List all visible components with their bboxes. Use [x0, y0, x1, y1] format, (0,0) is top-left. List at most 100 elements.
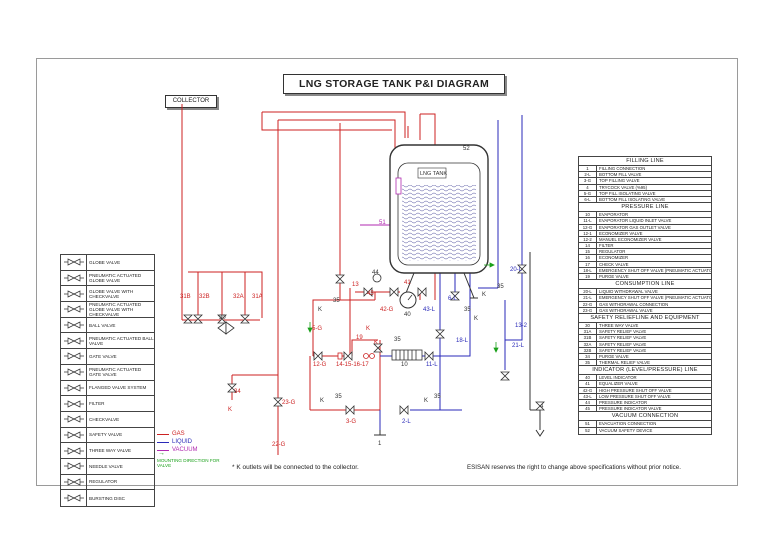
safety-valve-icon	[61, 427, 87, 443]
tag-20l: 20-L	[510, 267, 523, 273]
spec-code: 4	[579, 184, 597, 190]
spec-code: 3-G	[579, 178, 597, 184]
spec-code: 19	[579, 274, 597, 280]
spec-section-title: INDICATOR (LEVEL/PRESSURE) LINE	[579, 366, 711, 376]
globe-check-valve-icon	[61, 286, 87, 302]
spec-desc: EQUALIZER VALVE	[599, 381, 638, 387]
bursting-disc-icon	[61, 490, 87, 506]
tag-13-2: 13-2	[515, 323, 528, 329]
spec-code: 14	[579, 243, 597, 249]
spec-code: 18-L	[579, 267, 597, 273]
spec-code: 32A	[579, 341, 597, 347]
legend-row: GATE VALVE	[61, 349, 154, 365]
tag-14-17: 14-15-16-17	[336, 362, 369, 368]
spec-desc: BOTTOM FILL VALVE	[599, 172, 642, 178]
tag-k4: K	[366, 326, 370, 332]
tag-44: 44	[372, 270, 379, 276]
filling-connection	[374, 430, 386, 436]
tag-32a: 32A	[233, 294, 244, 300]
pneumatic-ball-valve-icon	[61, 333, 87, 349]
spec-desc: REGULATOR	[599, 249, 626, 255]
level-indicator-gauge	[372, 273, 417, 309]
spec-desc: ECONOMIZER	[599, 255, 629, 261]
regulator-icon	[61, 474, 87, 490]
tag-6l: 6-L	[448, 296, 457, 302]
spec-desc: FILLING CONNECTION	[599, 166, 646, 171]
legend-row: GLOBE VALVE	[61, 255, 154, 271]
tag-5g: 5-G	[312, 326, 322, 332]
legend-row: PNEUMATIC ACTUATED GLOBE VALVE	[61, 270, 154, 287]
spec-code: 12-1	[579, 230, 597, 236]
tag-k1: K	[318, 307, 322, 313]
spec-desc: EMERGENCY SHUT OFF VALVE (PNEUMATIC ACTU…	[599, 267, 711, 273]
evaporator	[391, 349, 423, 361]
legend-label: GLOBE VALVE	[89, 259, 121, 265]
tag-4: 4	[540, 404, 544, 410]
spec-desc: GAS WITHDRAWAL CONNECTION	[599, 301, 669, 307]
legend-row: BURSTING DISC	[61, 490, 154, 506]
legend-row: THREE WAY VALVE	[61, 443, 154, 459]
spec-code: 2-L	[579, 172, 597, 178]
spec-code: 44	[579, 400, 597, 406]
spec-code: 43-L	[579, 393, 597, 399]
spec-desc: PRESSURE INDICATOR VALVE	[599, 406, 662, 412]
spec-code: 32B	[579, 347, 597, 353]
spec-code: 5-G	[579, 190, 597, 196]
line-legend-item: LIQUID	[157, 438, 198, 446]
spec-code: 16	[579, 255, 597, 261]
legend-label: THREE WAY VALVE	[89, 448, 132, 454]
spec-desc: GAS WITHDRAWAL VALVE	[599, 307, 653, 313]
tag-10: 10	[401, 362, 408, 368]
tag-k3: K	[482, 292, 486, 298]
spec-desc: LOW PRESSURE SHUT OFF VALVE	[599, 393, 671, 399]
legend-row: NEEDLE VALVE	[61, 458, 154, 475]
line-legend-item: VACUUM	[157, 446, 198, 454]
tag-45: 45	[367, 291, 374, 297]
spec-desc: HIGH PRESSURE SHUT OFF VALVE	[599, 387, 672, 393]
tag-35a: 35	[333, 298, 340, 304]
tag-13: 13	[352, 282, 359, 288]
spec-desc: TOP FILL ISOLATING VALVE	[599, 190, 656, 196]
spec-code: 22-G	[579, 301, 597, 307]
spec-desc: THREE WAY VALVE	[599, 322, 639, 328]
tag-35e: 35	[335, 394, 342, 400]
disclaimer: ESISAN reserves the right to change abov…	[467, 464, 681, 471]
legend-row: BALL VALVE	[61, 317, 154, 334]
legend-label: PNEUMATIC ACTUATED BALL VALVE	[89, 335, 154, 346]
legend-label: CHECKVALVE	[89, 416, 120, 422]
k-outlet-note: * K outlets will be connected to the col…	[232, 464, 359, 471]
spec-code: 35	[579, 360, 597, 366]
gate-valve-icon	[61, 349, 87, 364]
spec-desc: BOTTOM FILL ISOLATING VALVE	[599, 196, 666, 202]
spec-desc: TOP FILLING VALVE	[599, 178, 640, 184]
tag-k2: K	[474, 316, 478, 322]
legend-row: REGULATOR	[61, 474, 154, 491]
spec-code: 31A	[579, 329, 597, 335]
legend-label: FILTER	[89, 401, 105, 407]
line-legend-item: GAS	[157, 430, 198, 438]
legend-row: PNEUMATIC ACTUATED BALL VALVE	[61, 333, 154, 350]
spec-code: 1	[579, 166, 597, 172]
legend-label: PNEUMATIC ACTUATED GATE VALVE	[89, 367, 142, 378]
tag-k6: K	[228, 407, 232, 413]
spec-code: 41	[579, 381, 597, 387]
tag-52: 52	[463, 146, 470, 152]
spec-code: 12-2	[579, 236, 597, 243]
legend-label: BALL VALVE	[89, 322, 116, 328]
spec-desc: TRYCOCK VALVE (%95)	[599, 184, 647, 190]
spec-code: 51	[579, 421, 597, 427]
